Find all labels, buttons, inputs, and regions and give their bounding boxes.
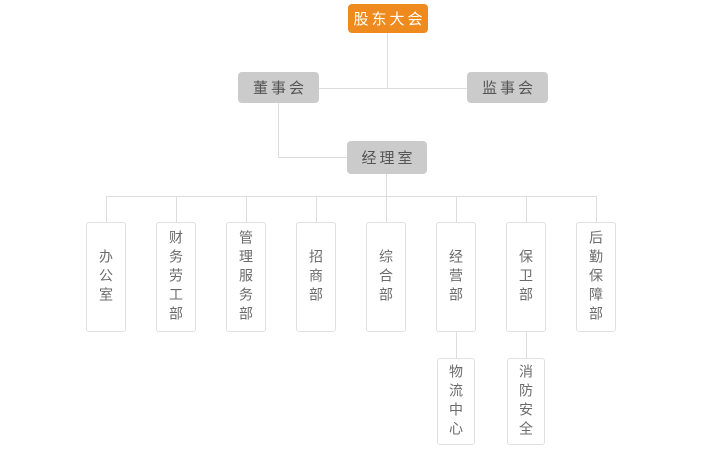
node-dept-logistics-support: 后勤保障部 xyxy=(576,222,616,332)
node-dept-office: 办公室 xyxy=(86,222,126,332)
node-logistics-center: 物流中心 xyxy=(437,358,475,445)
node-manager-office: 经理室 xyxy=(347,141,427,174)
connector-stub-investment xyxy=(316,196,317,222)
connector-level2-horizontal xyxy=(319,88,467,89)
connector-stub-logistics-support xyxy=(596,196,597,222)
connector-stub-office xyxy=(106,196,107,222)
node-label: 监事会 xyxy=(481,80,536,97)
node-dept-investment: 招商部 xyxy=(296,222,336,332)
connector-departments-horizontal xyxy=(106,196,596,197)
node-supervisory-board: 监事会 xyxy=(467,72,548,103)
node-label: 后勤保障部 xyxy=(588,229,604,325)
node-dept-finance-labor: 财务劳工部 xyxy=(156,222,196,332)
connector-stub-security xyxy=(526,196,527,222)
node-label: 保卫部 xyxy=(518,248,534,306)
connector-security-to-fire-safety xyxy=(526,332,527,358)
node-dept-security: 保卫部 xyxy=(506,222,546,332)
connector-stub-general xyxy=(386,196,387,222)
node-label: 办公室 xyxy=(98,248,114,306)
node-label: 综合部 xyxy=(378,248,394,306)
node-label: 管理服务部 xyxy=(238,229,254,325)
node-label: 财务劳工部 xyxy=(168,229,184,325)
node-label: 董事会 xyxy=(252,80,307,97)
node-dept-management-service: 管理服务部 xyxy=(226,222,266,332)
connector-board-drop xyxy=(278,103,279,157)
connector-stub-management-service xyxy=(246,196,247,222)
node-label: 经理室 xyxy=(361,150,416,167)
connector-operations-to-logistics-center xyxy=(456,332,457,358)
node-dept-operations: 经营部 xyxy=(436,222,476,332)
node-dept-general: 综合部 xyxy=(366,222,406,332)
connector-root-drop xyxy=(387,33,388,88)
node-board-of-directors: 董事会 xyxy=(238,72,319,103)
node-label: 经营部 xyxy=(448,248,464,306)
connector-stub-operations xyxy=(456,196,457,222)
connector-board-to-manager xyxy=(278,157,347,158)
node-label: 消防安全 xyxy=(518,363,534,440)
connector-manager-drop xyxy=(386,174,387,196)
node-shareholders-meeting: 股东大会 xyxy=(348,4,428,33)
connector-stub-finance-labor xyxy=(176,196,177,222)
node-label: 股东大会 xyxy=(353,11,426,28)
node-label: 招商部 xyxy=(308,248,324,306)
node-fire-safety: 消防安全 xyxy=(507,358,545,445)
node-label: 物流中心 xyxy=(448,363,464,440)
